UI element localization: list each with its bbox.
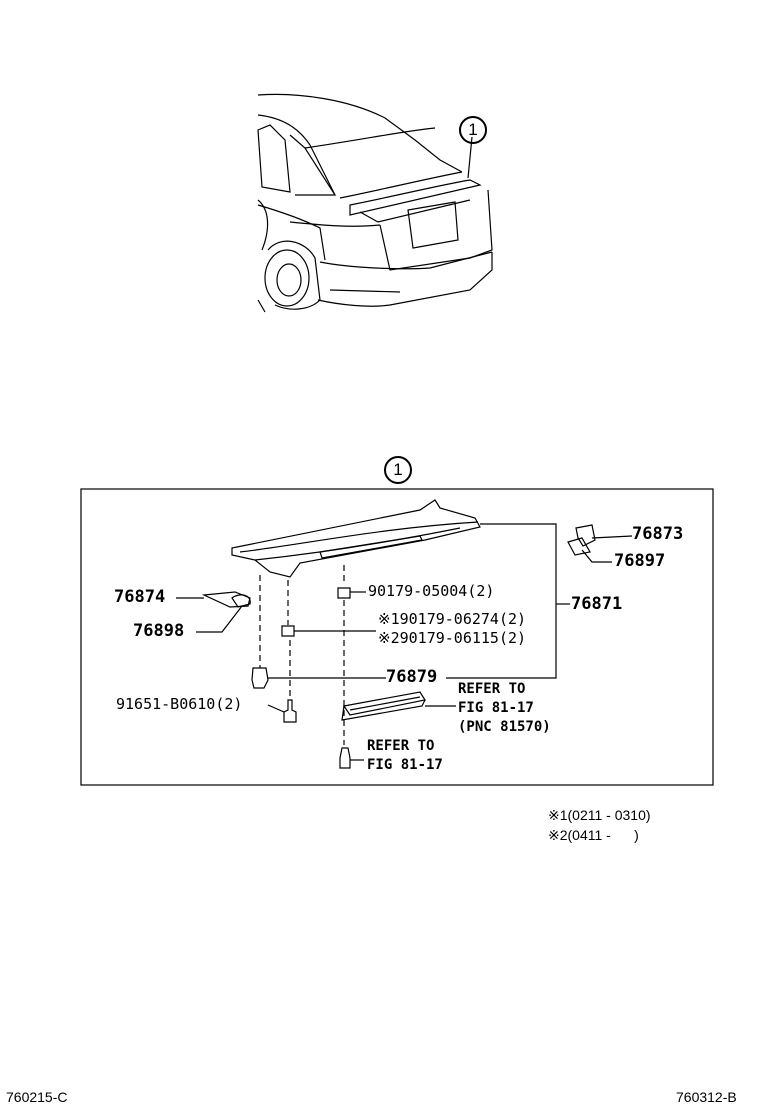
part-number-76871: 76871 [571, 594, 623, 614]
legend-note-2: ※2(0411 - ) [548, 827, 639, 843]
stop-lamp [341, 691, 426, 721]
part-number-76898: 76898 [133, 621, 185, 641]
screw-refer [339, 747, 351, 769]
legend-note-1: ※1(0211 - 0310) [548, 807, 651, 823]
part-number-76879: 76879 [386, 667, 438, 687]
car-callout-circle: 1 [459, 116, 487, 144]
part-76874-end-cap [201, 591, 251, 608]
part-76897-pad [567, 537, 591, 556]
part-number-90179-06115: ※290179-06115(2) [378, 629, 527, 647]
refer-note-2-line2: FIG 81-17 [367, 757, 443, 773]
mounting-lines [259, 565, 345, 745]
bolt-91651 [283, 699, 297, 723]
part-number-76874: 76874 [114, 587, 166, 607]
refer-note-2-line1: REFER TO [367, 738, 435, 754]
nut-90179-05004 [337, 587, 351, 599]
nut-90179-06274 [281, 625, 295, 637]
car-rear-illustration [257, 93, 493, 313]
detail-callout-circle: 1 [384, 456, 412, 484]
grommet-76879 [251, 667, 269, 689]
part-number-90179-06274: ※190179-06274(2) [378, 610, 527, 628]
leader-lines [176, 523, 633, 761]
part-number-91651-b0610: 91651-B0610(2) [116, 695, 243, 713]
part-number-90179-05004: 90179-05004(2) [368, 582, 495, 600]
rear-spoiler [231, 499, 481, 578]
refer-note-1-line2: FIG 81-17 [458, 700, 534, 716]
footer-left-code: 760215-C [6, 1089, 68, 1105]
part-number-76897: 76897 [614, 551, 666, 571]
part-number-76873: 76873 [632, 524, 684, 544]
footer-right-code: 760312-B [676, 1089, 737, 1105]
detail-frame [80, 488, 714, 786]
refer-note-1-line3: (PNC 81570) [458, 719, 551, 735]
part-76873-bracket [575, 524, 596, 547]
part-76898-pad [231, 594, 251, 608]
refer-note-1-line1: REFER TO [458, 681, 526, 697]
